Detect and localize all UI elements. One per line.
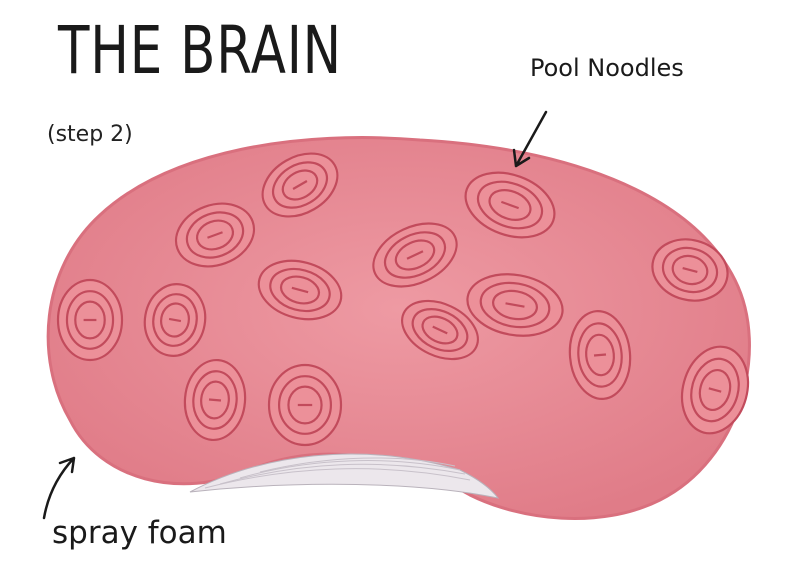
pool-noodle-coil-icon: [267, 363, 343, 447]
pool-noodle-coil-icon: [568, 309, 632, 401]
pool-noodle-coil-icon: [56, 278, 124, 362]
pool-noodle-coil-icon: [651, 238, 729, 302]
pool-noodle-coil-icon: [401, 299, 479, 361]
pool-noodles-label: Pool Noodles: [530, 54, 684, 82]
arrow-icon: [42, 456, 76, 520]
pool-noodle-coils: [56, 152, 750, 447]
pool-noodle-coil-icon: [372, 222, 458, 288]
pool-noodle-coil-icon: [466, 273, 564, 337]
pool-noodle-coil-icon: [680, 345, 750, 435]
pool-noodle-coil-icon: [183, 358, 247, 442]
spray-foam-label: spray foam: [52, 515, 227, 551]
pool-noodle-coil-icon: [464, 171, 556, 239]
page-subtitle: (step 2): [47, 122, 133, 147]
pool-noodle-coil-icon: [261, 152, 339, 218]
page-title: THE BRAIN: [58, 12, 342, 89]
arrow-icon: [512, 110, 548, 168]
pool-noodle-coil-icon: [143, 283, 207, 357]
pool-noodle-coil-icon: [257, 259, 343, 321]
pool-noodle-coil-icon: [174, 202, 256, 268]
spray-foam: [189, 453, 500, 499]
